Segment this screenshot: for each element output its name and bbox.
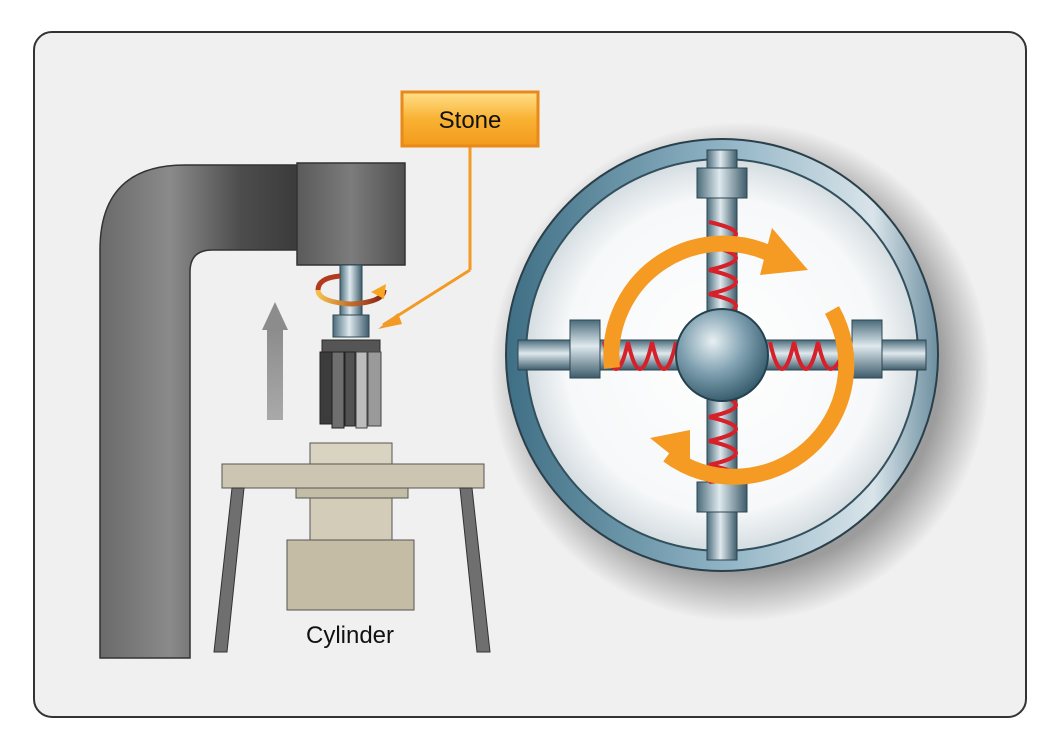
- rotation-arrowhead-bottom-icon: [650, 430, 690, 470]
- table-leg-right: [459, 487, 491, 653]
- honing-machine: Cylinder: [99, 162, 491, 659]
- spring-left: [602, 341, 678, 371]
- stone-callout: Stone: [378, 90, 540, 329]
- rotation-arrow-icon: [315, 273, 387, 307]
- center-hub: [675, 308, 769, 402]
- spindle: [339, 264, 363, 318]
- up-arrow-icon: [262, 302, 288, 420]
- cylinder-label: Cylinder: [306, 622, 394, 649]
- stone-holder-right: [851, 319, 883, 379]
- machine-column: [99, 164, 301, 659]
- rotation-arrowhead-top-icon: [760, 228, 808, 275]
- machine-head: [296, 162, 406, 266]
- spring-right: [768, 341, 850, 371]
- stone-holder-bottom: [696, 481, 748, 513]
- leader-arrowhead-icon: [378, 313, 402, 329]
- hone-tool: [319, 339, 382, 429]
- stone-holder-left: [569, 319, 601, 379]
- stone-label: Stone: [439, 107, 502, 134]
- rotation-arrows-icon: [603, 235, 855, 485]
- hone-top-view: [490, 122, 990, 622]
- spindle-collar: [332, 314, 370, 338]
- stone-holder-top: [696, 167, 748, 199]
- work-table: [213, 442, 491, 653]
- table-leg-left: [213, 487, 245, 653]
